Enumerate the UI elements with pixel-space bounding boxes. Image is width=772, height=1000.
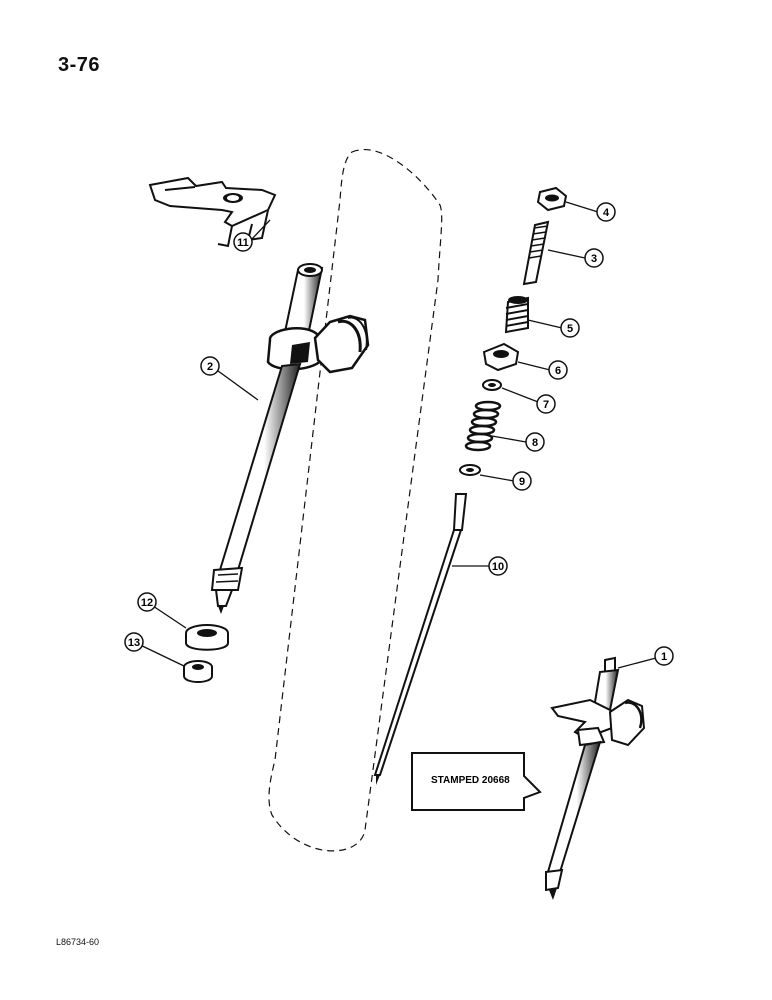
- part-4-nut: [536, 186, 568, 212]
- bubble-label: 10: [492, 561, 504, 573]
- part-bubble-3: 3: [584, 248, 604, 268]
- part-bubble-11: 11: [233, 232, 253, 252]
- part-bubble-9: 9: [512, 471, 532, 491]
- part-bubble-5: 5: [560, 318, 580, 338]
- callout-label: STAMPED 20668: [431, 775, 510, 786]
- bubble-label: 12: [141, 597, 153, 609]
- bubble-label: 8: [532, 437, 538, 449]
- part-12-washer: [185, 624, 229, 651]
- part-8-spring: [464, 400, 502, 452]
- bubble-label: 13: [128, 637, 140, 649]
- page-number: 3-76: [58, 54, 101, 76]
- drawing-reference: L86734-60: [56, 937, 100, 947]
- bubble-label: 3: [591, 253, 597, 265]
- part-bubble-12: 12: [137, 592, 157, 612]
- part-bubble-4: 4: [596, 202, 616, 222]
- bubble-label: 11: [237, 237, 249, 249]
- bubble-label: 4: [603, 207, 610, 219]
- bubble-label: 6: [555, 365, 561, 377]
- part-2-injector-body: [210, 263, 370, 614]
- bubble-label: 7: [543, 399, 549, 411]
- part-bubble-13: 13: [124, 632, 144, 652]
- part-9-spring-seat: [459, 464, 481, 476]
- part-bubble-8: 8: [525, 432, 545, 452]
- part-bubble-7: 7: [536, 394, 556, 414]
- leader-lines: [133, 201, 657, 669]
- part-bubble-10: 10: [488, 556, 508, 576]
- stamped-callout: STAMPED 20668: [411, 752, 542, 811]
- part-5-adjusting-screw: [504, 296, 529, 334]
- part-bubble-6: 6: [548, 360, 568, 380]
- bubble-label: 5: [567, 323, 573, 335]
- assembly-group-outline: [268, 149, 443, 852]
- part-bubble-2: 2: [200, 356, 220, 376]
- part-7-washer: [482, 379, 502, 391]
- part-bubble-1: 1: [654, 646, 674, 666]
- bubble-label: 2: [207, 361, 213, 373]
- bubble-label: 1: [661, 651, 667, 663]
- part-1-injector-assembly: [545, 656, 646, 900]
- part-6-locknut: [482, 342, 520, 372]
- part-11-clamp: [148, 176, 277, 248]
- bubble-label: 9: [519, 476, 525, 488]
- part-3-stud: [522, 220, 550, 286]
- part-10-spindle: [373, 493, 468, 785]
- part-13-washer: [183, 660, 213, 683]
